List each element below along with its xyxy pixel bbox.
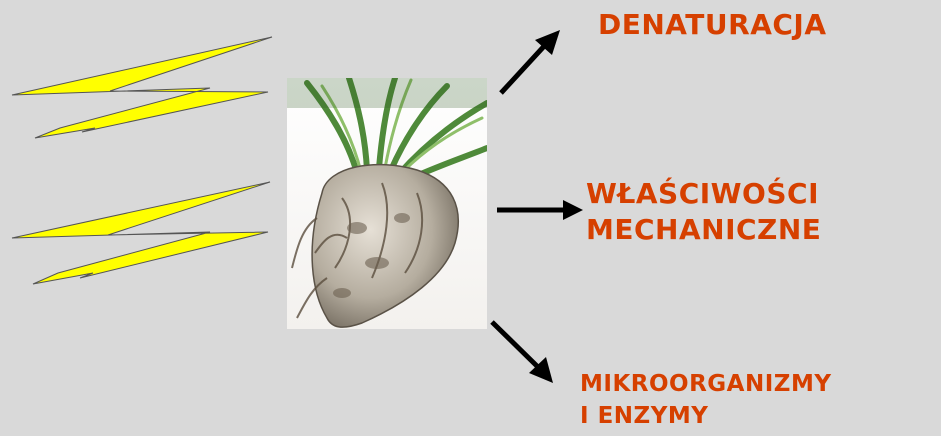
- lightning-bolt-icon: [12, 37, 272, 138]
- denaturation-label: DENATURACJA: [598, 8, 827, 41]
- micro-line-1: MIKROORGANIZMY: [580, 368, 832, 400]
- mechanical-line-1: WŁAŚCIWOŚCI: [586, 176, 821, 212]
- arrow-icon: [497, 200, 583, 220]
- arrow-icon: [492, 322, 553, 383]
- mechanical-properties-label: WŁAŚCIWOŚCI MECHANICZNE: [586, 176, 821, 248]
- sugar-beet-image: [287, 78, 487, 329]
- mechanical-line-2: MECHANICZNE: [586, 212, 821, 248]
- arrow-icon: [501, 30, 560, 93]
- lightning-bolt-icon: [12, 182, 270, 284]
- micro-line-2: I ENZYMY: [580, 400, 832, 432]
- microorganisms-label: MIKROORGANIZMY I ENZYMY: [580, 368, 832, 432]
